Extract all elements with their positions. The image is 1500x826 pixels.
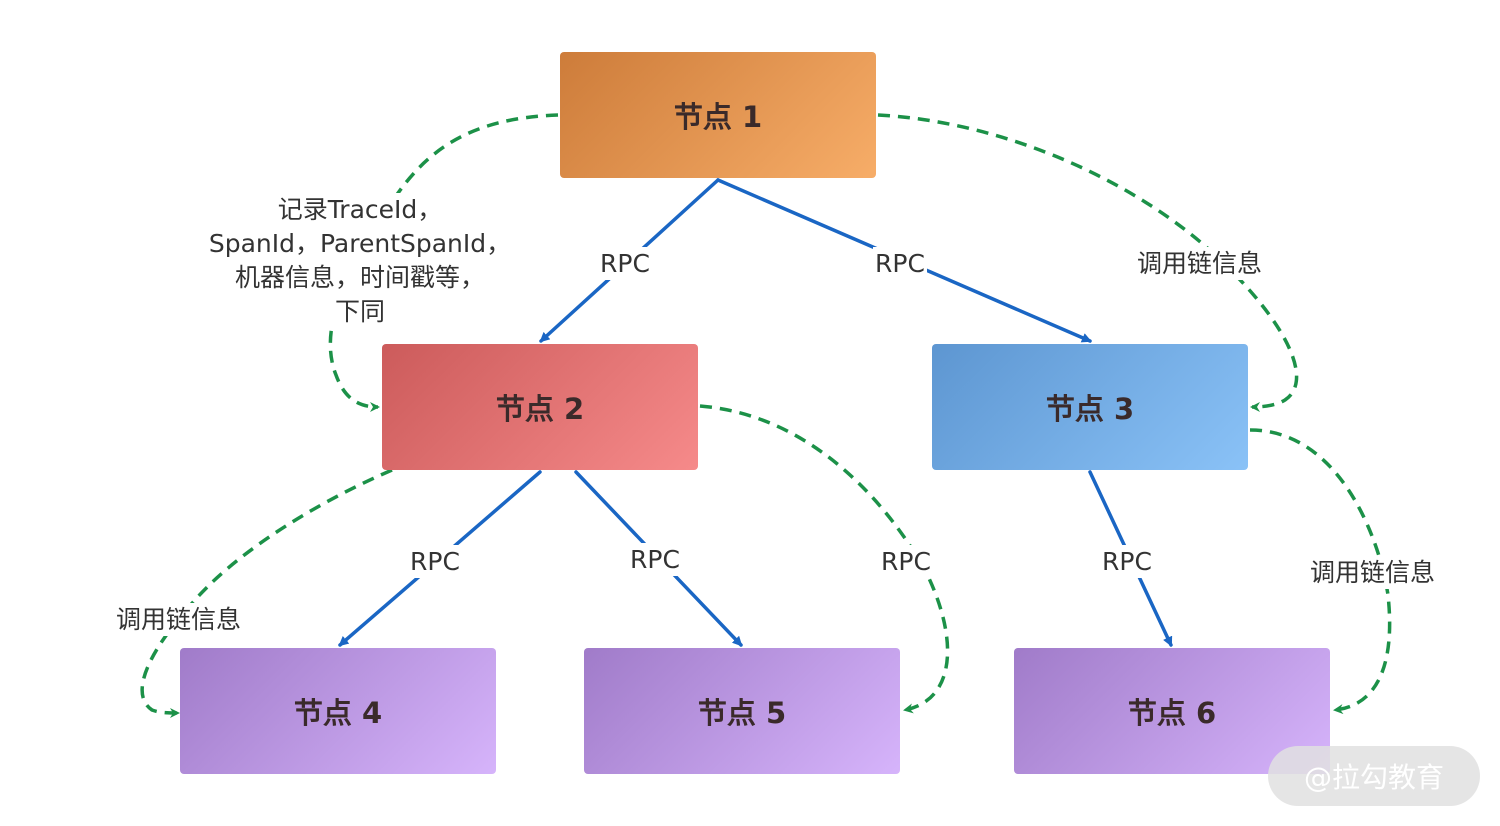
rpc-label-3-6: RPC <box>1100 545 1154 578</box>
node-3-label: 节点 3 <box>1045 392 1135 426</box>
info-arrow-1-2 <box>328 113 559 412</box>
note-line-1: 记录TraceId， <box>277 195 443 224</box>
node-1[interactable]: 节点 1 <box>560 52 876 178</box>
node-2-label: 节点 2 <box>495 392 585 426</box>
node-5[interactable]: 节点 5 <box>584 648 900 774</box>
node-5-label: 节点 5 <box>697 696 787 730</box>
note-line-4: 下同 <box>334 297 385 326</box>
node-4-label: 节点 4 <box>293 696 383 730</box>
chain-info-label-3-6: 调用链信息 <box>1308 556 1438 589</box>
node-6-label: 节点 6 <box>1127 696 1217 730</box>
note-line-2: SpanId，ParentSpanId， <box>208 229 512 258</box>
node-4[interactable]: 节点 4 <box>180 648 496 774</box>
node-1-label: 节点 1 <box>673 100 763 134</box>
info-arrow-1-3 <box>877 113 1299 412</box>
rpc-label-2-4: RPC <box>408 545 462 578</box>
node-2[interactable]: 节点 2 <box>382 344 698 470</box>
note-line-3: 机器信息，时间戳等， <box>234 263 485 292</box>
trace-record-note: 记录TraceId， SpanId，ParentSpanId， 机器信息，时间戳… <box>200 193 520 329</box>
chain-info-label-1-3: 调用链信息 <box>1135 247 1265 280</box>
info-arrow-2-5 <box>699 404 950 714</box>
rpc-label-1-2: RPC <box>598 247 652 280</box>
rpc-label-1-3: RPC <box>873 247 927 280</box>
rpc-label-loop-2-5: RPC <box>879 545 933 578</box>
rpc-label-2-5: RPC <box>628 543 682 576</box>
node-3[interactable]: 节点 3 <box>932 344 1248 470</box>
chain-info-label-2-4: 调用链信息 <box>114 603 244 636</box>
watermark: @拉勾教育 <box>1268 746 1480 806</box>
